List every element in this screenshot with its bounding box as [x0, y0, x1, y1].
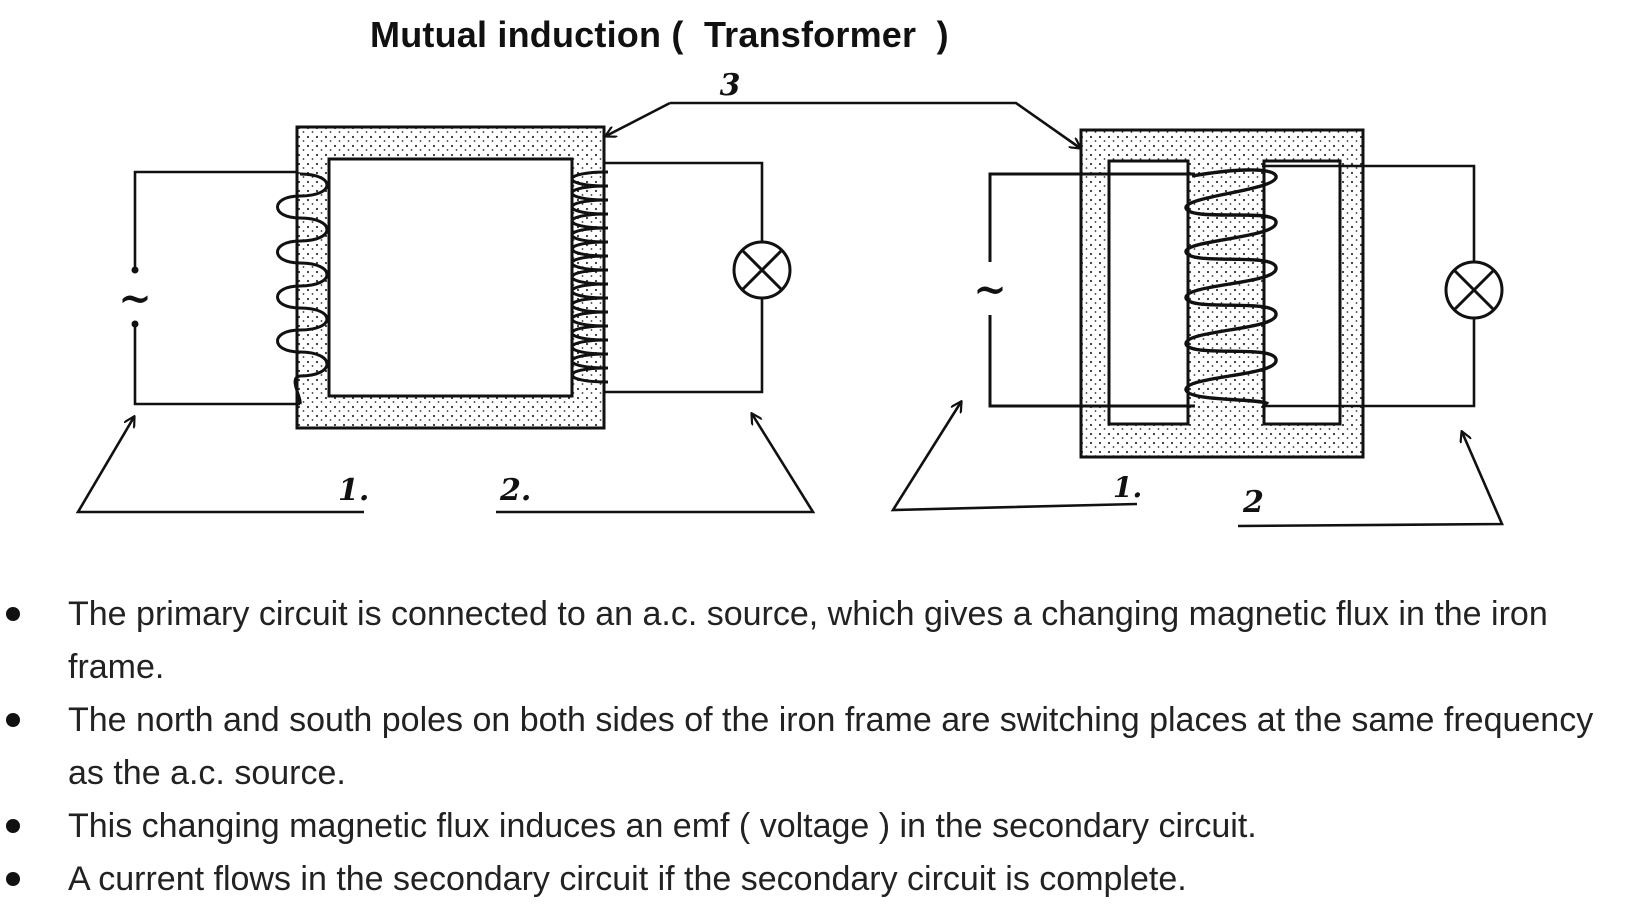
arrow-icon — [606, 101, 671, 136]
ac-source-symbol: ~ — [118, 275, 152, 322]
explanation-list: The primary circuit is connected to an a… — [0, 588, 1638, 906]
list-item: The north and south poles on both sides … — [0, 694, 1638, 800]
list-item-text: The north and south poles on both sides … — [68, 701, 1594, 792]
arrow-icon — [670, 101, 1080, 148]
list-item: The primary circuit is connected to an a… — [0, 588, 1638, 694]
coil-icon — [570, 170, 609, 384]
lamp-icon — [732, 240, 792, 300]
bullet-icon — [6, 819, 20, 833]
ac-source-icon: ~ — [973, 266, 1007, 313]
ac-source-symbol: ~ — [973, 266, 1007, 313]
bullet-icon — [6, 872, 20, 886]
iron-core-icon — [1079, 128, 1365, 459]
primary-coil-label: 1. — [1113, 471, 1142, 504]
iron-core-icon — [295, 125, 606, 430]
list-item: A current flows in the secondary circuit… — [0, 853, 1638, 906]
bullet-icon — [6, 607, 20, 621]
transformer-diagram: ~ 1. 2. ~ — [75, 68, 1504, 528]
right-transformer: ~ 1. 2 — [890, 128, 1504, 528]
secondary-circuit — [1262, 164, 1476, 408]
core-pointer: 3 — [606, 68, 1080, 148]
core-label: 3 — [720, 68, 741, 103]
diagram-title: Mutual induction ( Transformer ) — [370, 14, 949, 55]
lamp-icon — [1444, 260, 1504, 320]
arrow-icon — [75, 414, 816, 514]
list-item-text: A current flows in the secondary circuit… — [68, 860, 1187, 898]
coil-icon — [1184, 168, 1278, 406]
bullet-icon — [6, 713, 20, 727]
secondary-circuit — [604, 161, 764, 394]
primary-circuit — [133, 170, 300, 406]
list-item-text: The primary circuit is connected to an a… — [68, 595, 1548, 686]
arrow-icon — [890, 402, 1504, 528]
primary-coil-label: 1. — [338, 473, 369, 508]
left-transformer: ~ 1. 2. — [75, 125, 816, 514]
coil-icon — [276, 172, 329, 405]
secondary-coil-label: 2 — [1242, 485, 1264, 520]
secondary-coil-label: 2. — [499, 473, 531, 508]
list-item: This changing magnetic flux induces an e… — [0, 800, 1638, 853]
ac-source-icon: ~ — [118, 266, 152, 328]
list-item-text: This changing magnetic flux induces an e… — [68, 807, 1257, 845]
primary-circuit — [988, 172, 1195, 408]
